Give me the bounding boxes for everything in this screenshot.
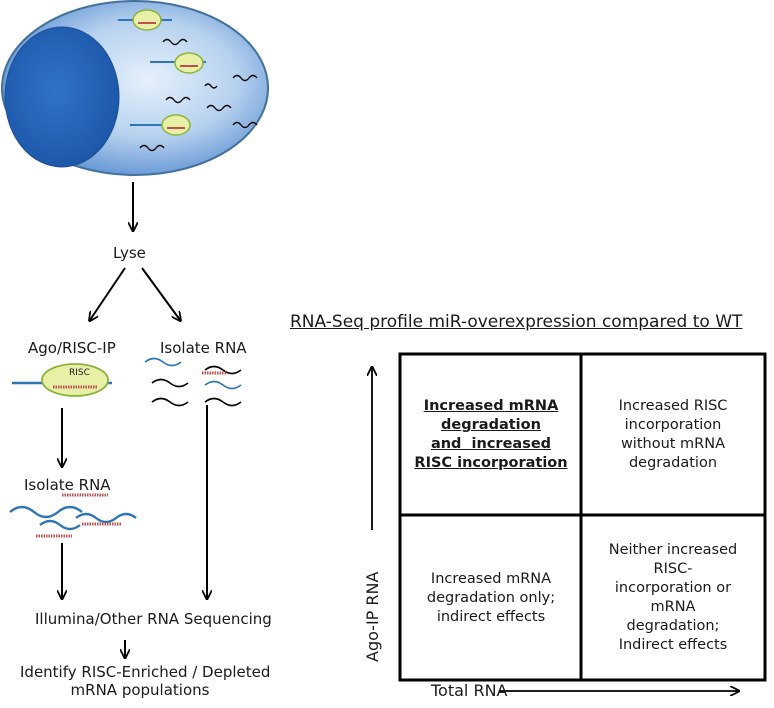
quadrant-text: and increased xyxy=(430,436,552,452)
quadrant-text: Increased RISC xyxy=(618,398,728,414)
risc-ip-icon xyxy=(12,363,112,397)
quadrant-text: indirect effects xyxy=(436,608,546,625)
flow-arrows xyxy=(62,182,207,657)
y-axis-label: Ago-IP RNA xyxy=(363,571,382,662)
quadrant-text: Indirect effects xyxy=(618,637,728,653)
ip-rna-illustration xyxy=(9,493,137,538)
sequencing-label: Illumina/Other RNA Sequencing xyxy=(35,610,272,628)
x-axis-label: Total RNA xyxy=(431,681,508,700)
identify-line-1: Identify RISC-Enriched / Depleted xyxy=(20,663,271,681)
ago-ip-label: Ago/RISC-IP xyxy=(28,339,116,357)
cell-illustration xyxy=(1,0,269,176)
quadrant-text: degradation; xyxy=(626,618,720,634)
quadrant-text: incorporation or xyxy=(614,580,732,596)
isolate-rna-right-label: Isolate RNA xyxy=(160,339,247,357)
quadrant-bottom-left: Increased mRNA degradation only; indirec… xyxy=(402,517,580,679)
axis-arrows xyxy=(372,368,738,691)
quadrant-top-right: Increased RISC incorporation without mRN… xyxy=(583,356,763,514)
total-rna-illustration xyxy=(144,357,242,407)
matrix-title: RNA-Seq profile miR-overexpression compa… xyxy=(290,312,743,332)
mrna-squiggles xyxy=(139,38,258,152)
lyse-label: Lyse xyxy=(113,244,146,262)
identify-label: Identify RISC-Enriched / Depleted mRNA p… xyxy=(20,663,271,699)
quadrant-text: without mRNA xyxy=(620,436,726,452)
quadrant-grid xyxy=(398,352,767,682)
quadrant-text: RISC- xyxy=(653,561,693,577)
identify-line-2: mRNA populations xyxy=(70,681,210,699)
risc-label: RISC xyxy=(69,368,90,378)
quadrant-text: Neither increased xyxy=(608,542,738,558)
quadrant-text: incorporation xyxy=(624,417,722,433)
quadrant-text: Increased mRNA xyxy=(430,570,552,587)
quadrant-text: mRNA xyxy=(650,599,696,615)
quadrant-bottom-right: Neither increased RISC- incorporation or… xyxy=(583,517,763,679)
risc-complex-icon xyxy=(150,52,206,74)
risc-complex-icon xyxy=(130,114,191,136)
risc-complex-icon xyxy=(118,9,172,31)
quadrant-text: degradation xyxy=(628,455,718,471)
quadrant-text: Increased mRNA xyxy=(423,398,559,414)
quadrant-text: degradation only; xyxy=(426,589,556,606)
quadrant-text: RISC incorporation xyxy=(414,455,568,471)
quadrant-top-left: Increased mRNA degradation and increased… xyxy=(402,356,580,514)
isolate-rna-left-label: Isolate RNA xyxy=(24,476,111,494)
quadrant-text: degradation xyxy=(441,417,541,433)
